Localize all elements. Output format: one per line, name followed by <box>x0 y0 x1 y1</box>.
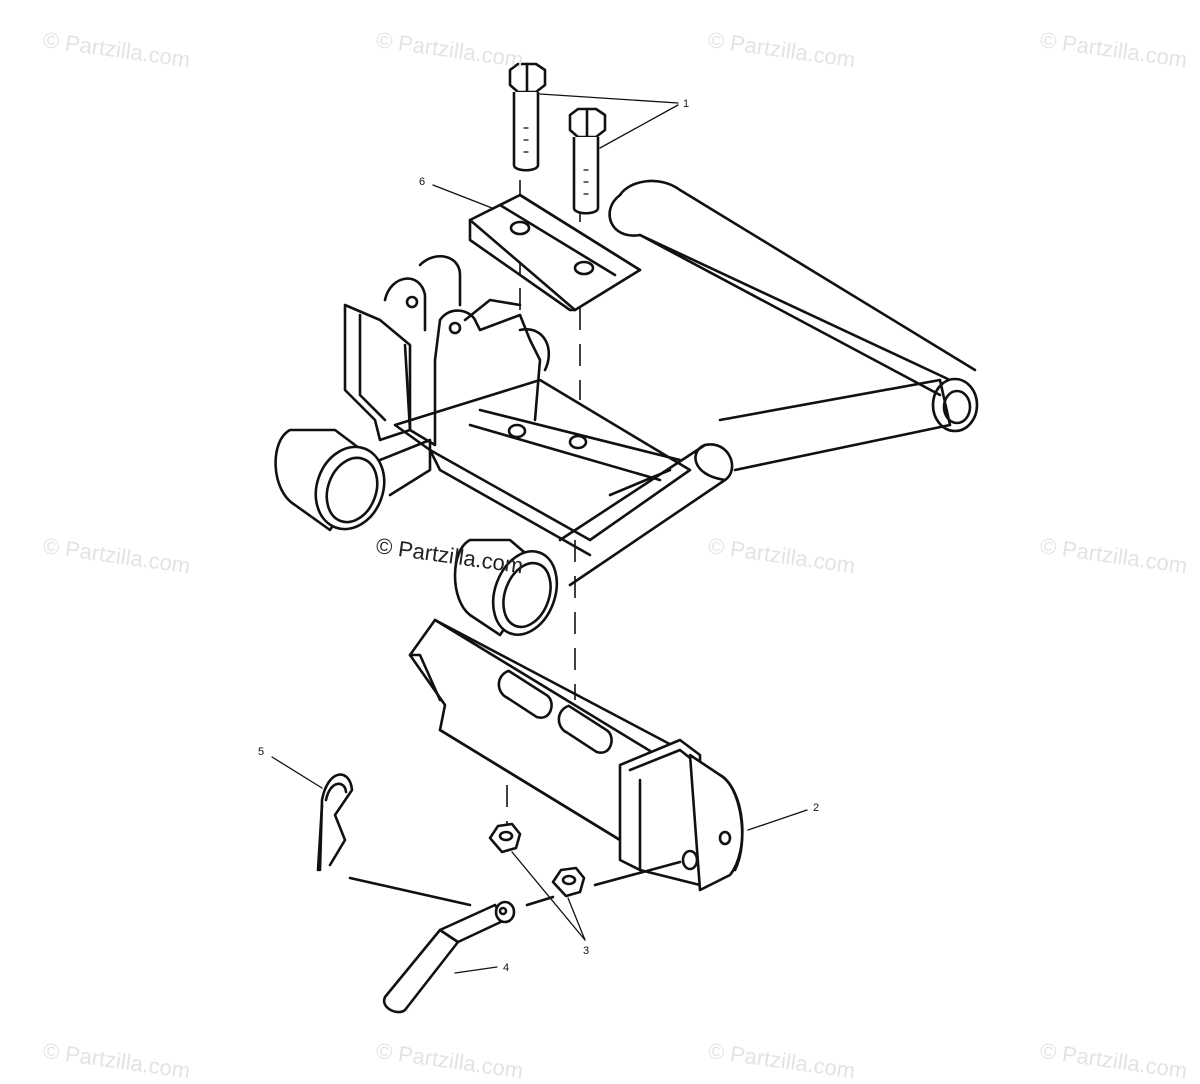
mount-bracket <box>343 255 551 447</box>
alignment-lines <box>506 180 581 830</box>
left-bushing <box>274 428 432 532</box>
a-arm-body <box>393 378 692 557</box>
callout-4: 4 <box>503 962 510 974</box>
clamp-plate <box>468 193 642 312</box>
callout-1: 1 <box>683 98 690 110</box>
bolt-left <box>508 62 547 172</box>
callout-5: 5 <box>258 746 265 758</box>
lower-arm-bracket <box>408 618 744 892</box>
callout-6: 6 <box>419 176 426 188</box>
diagonal-tube <box>558 378 952 587</box>
nut-lower <box>551 866 586 898</box>
nut-upper <box>488 822 522 854</box>
rear-tube <box>608 179 979 433</box>
assembly-lines <box>348 860 682 907</box>
callout-3: 3 <box>583 945 590 957</box>
clevis-pin <box>382 900 516 1014</box>
callout-2: 2 <box>813 802 820 814</box>
hairpin-cotter <box>316 773 354 872</box>
lower-bushing <box>453 538 559 637</box>
leader-lines <box>271 93 808 974</box>
bolt-right <box>568 107 607 215</box>
